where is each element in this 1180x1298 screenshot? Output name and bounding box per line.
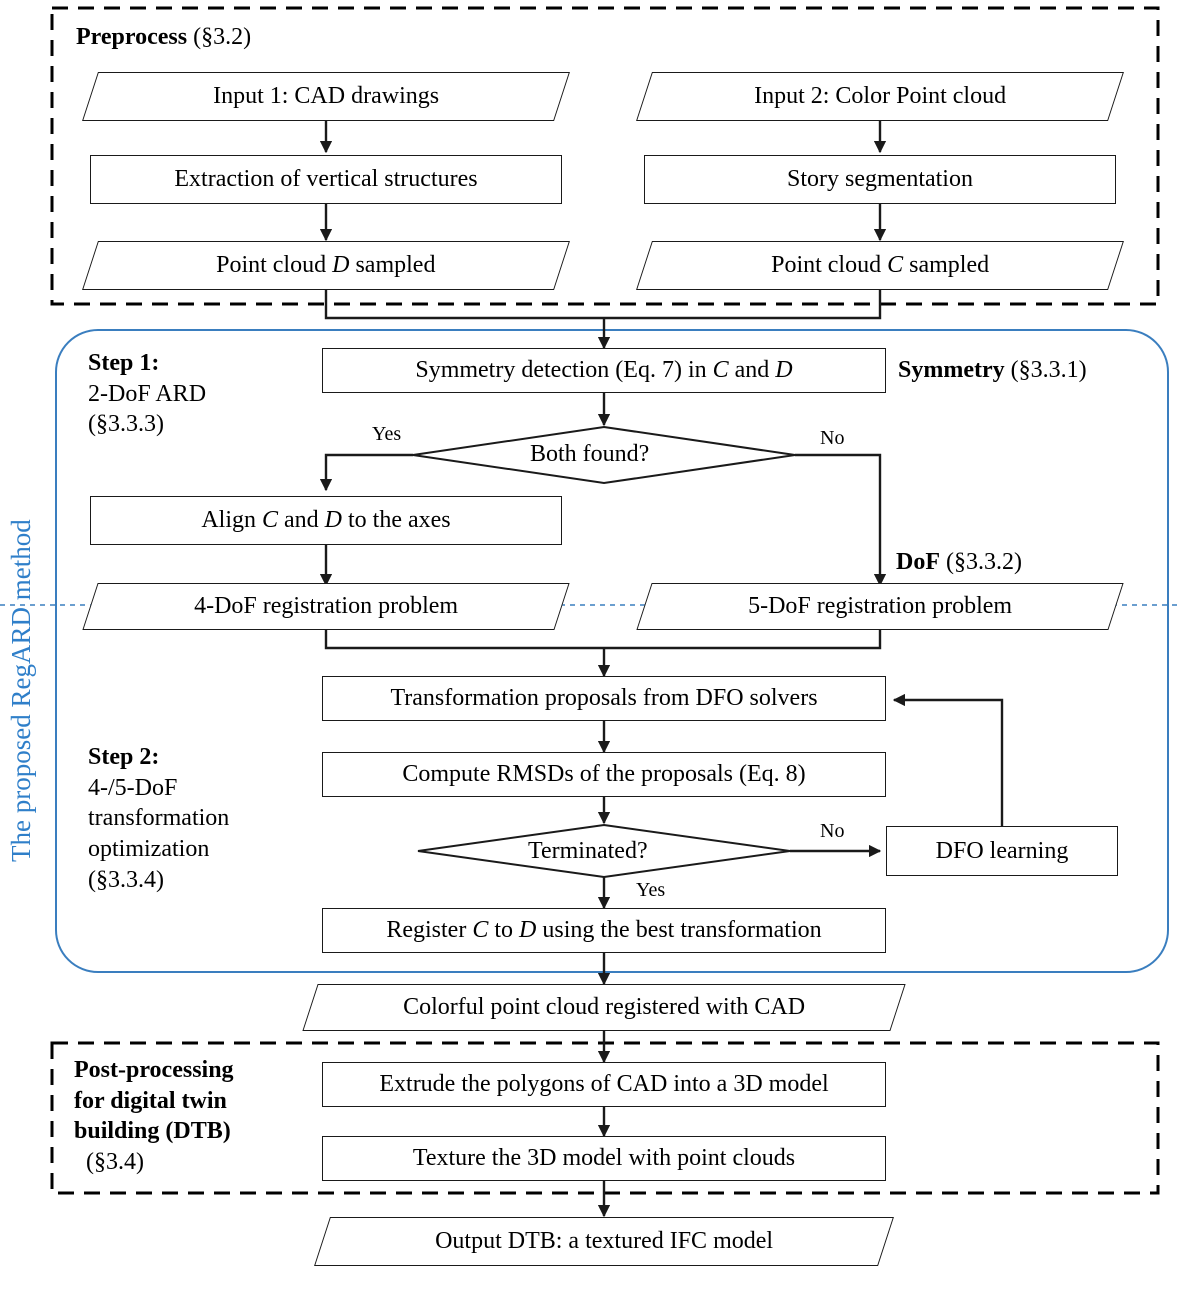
step1-line2: 2-DoF ARD (88, 380, 207, 407)
node-colorful-pointcloud-label: Colorful point cloud registered with CAD (403, 994, 805, 1021)
symmetry-label-bold: Symmetry (898, 357, 1005, 383)
node-dof5-label: 5-DoF registration problem (748, 593, 1012, 620)
step2-line4: optimization (88, 836, 210, 863)
node-dfo-learning-label: DFO learning (935, 837, 1069, 864)
dof-label-bold: DoF (896, 549, 940, 575)
group-label-postprocess: Post-processing for digital twin buildin… (74, 1055, 234, 1178)
node-output-dtb[interactable]: Output DTB: a textured IFC model (314, 1217, 894, 1266)
node-terminated-label[interactable]: Terminated? (528, 838, 648, 864)
node-colorful-pointcloud[interactable]: Colorful point cloud registered with CAD (302, 984, 906, 1031)
node-transform-proposals-label: Transformation proposals from DFO solver… (390, 685, 818, 712)
edge-label-terminated-yes: Yes (636, 879, 666, 901)
node-texture-model-label: Texture the 3D model with point clouds (412, 1145, 796, 1172)
dof-label-rest: (§3.3.2) (940, 549, 1022, 575)
postprocess-line1: Post-processing (74, 1057, 234, 1083)
edge-label-terminated-no: No (820, 820, 845, 842)
node-compute-rmsd[interactable]: Compute RMSDs of the proposals (Eq. 8) (322, 752, 886, 797)
node-input2[interactable]: Input 2: Color Point cloud (636, 72, 1124, 121)
edge-pcd-merge (324, 290, 604, 320)
node-texture-model[interactable]: Texture the 3D model with point clouds (322, 1136, 886, 1181)
edge-pcc-merge (604, 290, 882, 320)
node-input1-label: Input 1: CAD drawings (213, 83, 439, 110)
node-symmetry-detection-label: Symmetry detection (Eq. 7) in C and D (415, 357, 793, 384)
node-align-cd-label: Align C and D to the axes (201, 507, 451, 534)
step2-line3: transformation (88, 805, 230, 832)
edge-dof5-merge (604, 630, 882, 650)
postprocess-line3: building (DTB) (74, 1118, 231, 1145)
node-register-cd-label: Register C to D using the best transform… (386, 917, 822, 944)
group-label-dof: DoF (§3.3.2) (896, 547, 1022, 578)
node-extract-vertical[interactable]: Extraction of vertical structures (90, 155, 562, 204)
node-symmetry-detection[interactable]: Symmetry detection (Eq. 7) in C and D (322, 348, 886, 393)
node-compute-rmsd-label: Compute RMSDs of the proposals (Eq. 8) (402, 761, 806, 788)
preprocess-label-bold: Preprocess (76, 24, 188, 50)
node-transform-proposals[interactable]: Transformation proposals from DFO solver… (322, 676, 886, 721)
step2-label-bold: Step 2: (88, 744, 160, 770)
node-extract-vertical-label: Extraction of vertical structures (174, 166, 478, 193)
node-pointcloud-c[interactable]: Point cloud C sampled (636, 241, 1124, 290)
symmetry-label-rest: (§3.3.1) (1004, 357, 1087, 383)
group-label-step2: Step 2: 4-/5-DoF transformation optimiza… (88, 742, 229, 896)
postprocess-line2: for digital twin (74, 1087, 227, 1114)
node-pointcloud-d[interactable]: Point cloud D sampled (82, 241, 570, 290)
node-dfo-learning[interactable]: DFO learning (886, 826, 1118, 876)
group-label-symmetry: Symmetry (§3.3.1) (898, 355, 1087, 386)
step2-line5: (§3.3.4) (88, 866, 164, 893)
node-extrude-polygons[interactable]: Extrude the polygons of CAD into a 3D mo… (322, 1062, 886, 1107)
node-pointcloud-d-label: Point cloud D sampled (216, 252, 436, 279)
step1-label-bold: Step 1: (88, 350, 160, 376)
node-pointcloud-c-label: Point cloud C sampled (770, 252, 990, 279)
node-output-dtb-label: Output DTB: a textured IFC model (435, 1228, 773, 1255)
node-align-cd[interactable]: Align C and D to the axes (90, 496, 562, 545)
group-label-step1: Step 1: 2-DoF ARD (§3.3.3) (88, 348, 206, 440)
regard-method-vertical-label: The proposed RegARD method (6, 519, 36, 862)
preprocess-label-rest: (§3.2) (187, 24, 252, 50)
postprocess-line4: (§3.4) (86, 1149, 144, 1176)
edge-dof4-merge (324, 630, 604, 650)
edge-dfolearning-feedback (892, 693, 1004, 826)
node-input1[interactable]: Input 1: CAD drawings (82, 72, 570, 121)
node-register-cd[interactable]: Register C to D using the best transform… (322, 908, 886, 953)
group-label-preprocess: Preprocess (§3.2) (76, 22, 251, 53)
node-both-found-label[interactable]: Both found? (530, 441, 650, 467)
node-story-segmentation-label: Story segmentation (787, 166, 973, 193)
node-dof4-label: 4-DoF registration problem (194, 593, 458, 620)
edge-bothfound-yes (319, 453, 413, 492)
node-story-segmentation[interactable]: Story segmentation (644, 155, 1116, 204)
node-input2-label: Input 2: Color Point cloud (754, 83, 1007, 110)
node-extrude-polygons-label: Extrude the polygons of CAD into a 3D mo… (379, 1071, 829, 1098)
node-dof5[interactable]: 5-DoF registration problem (636, 583, 1124, 630)
node-dof4[interactable]: 4-DoF registration problem (82, 583, 570, 630)
edge-bothfound-no (795, 453, 887, 587)
step2-line2: 4-/5-DoF (88, 774, 178, 801)
edge-label-bothfound-yes: Yes (372, 423, 402, 445)
step1-line3: (§3.3.3) (88, 411, 164, 438)
edge-label-bothfound-no: No (820, 427, 845, 449)
